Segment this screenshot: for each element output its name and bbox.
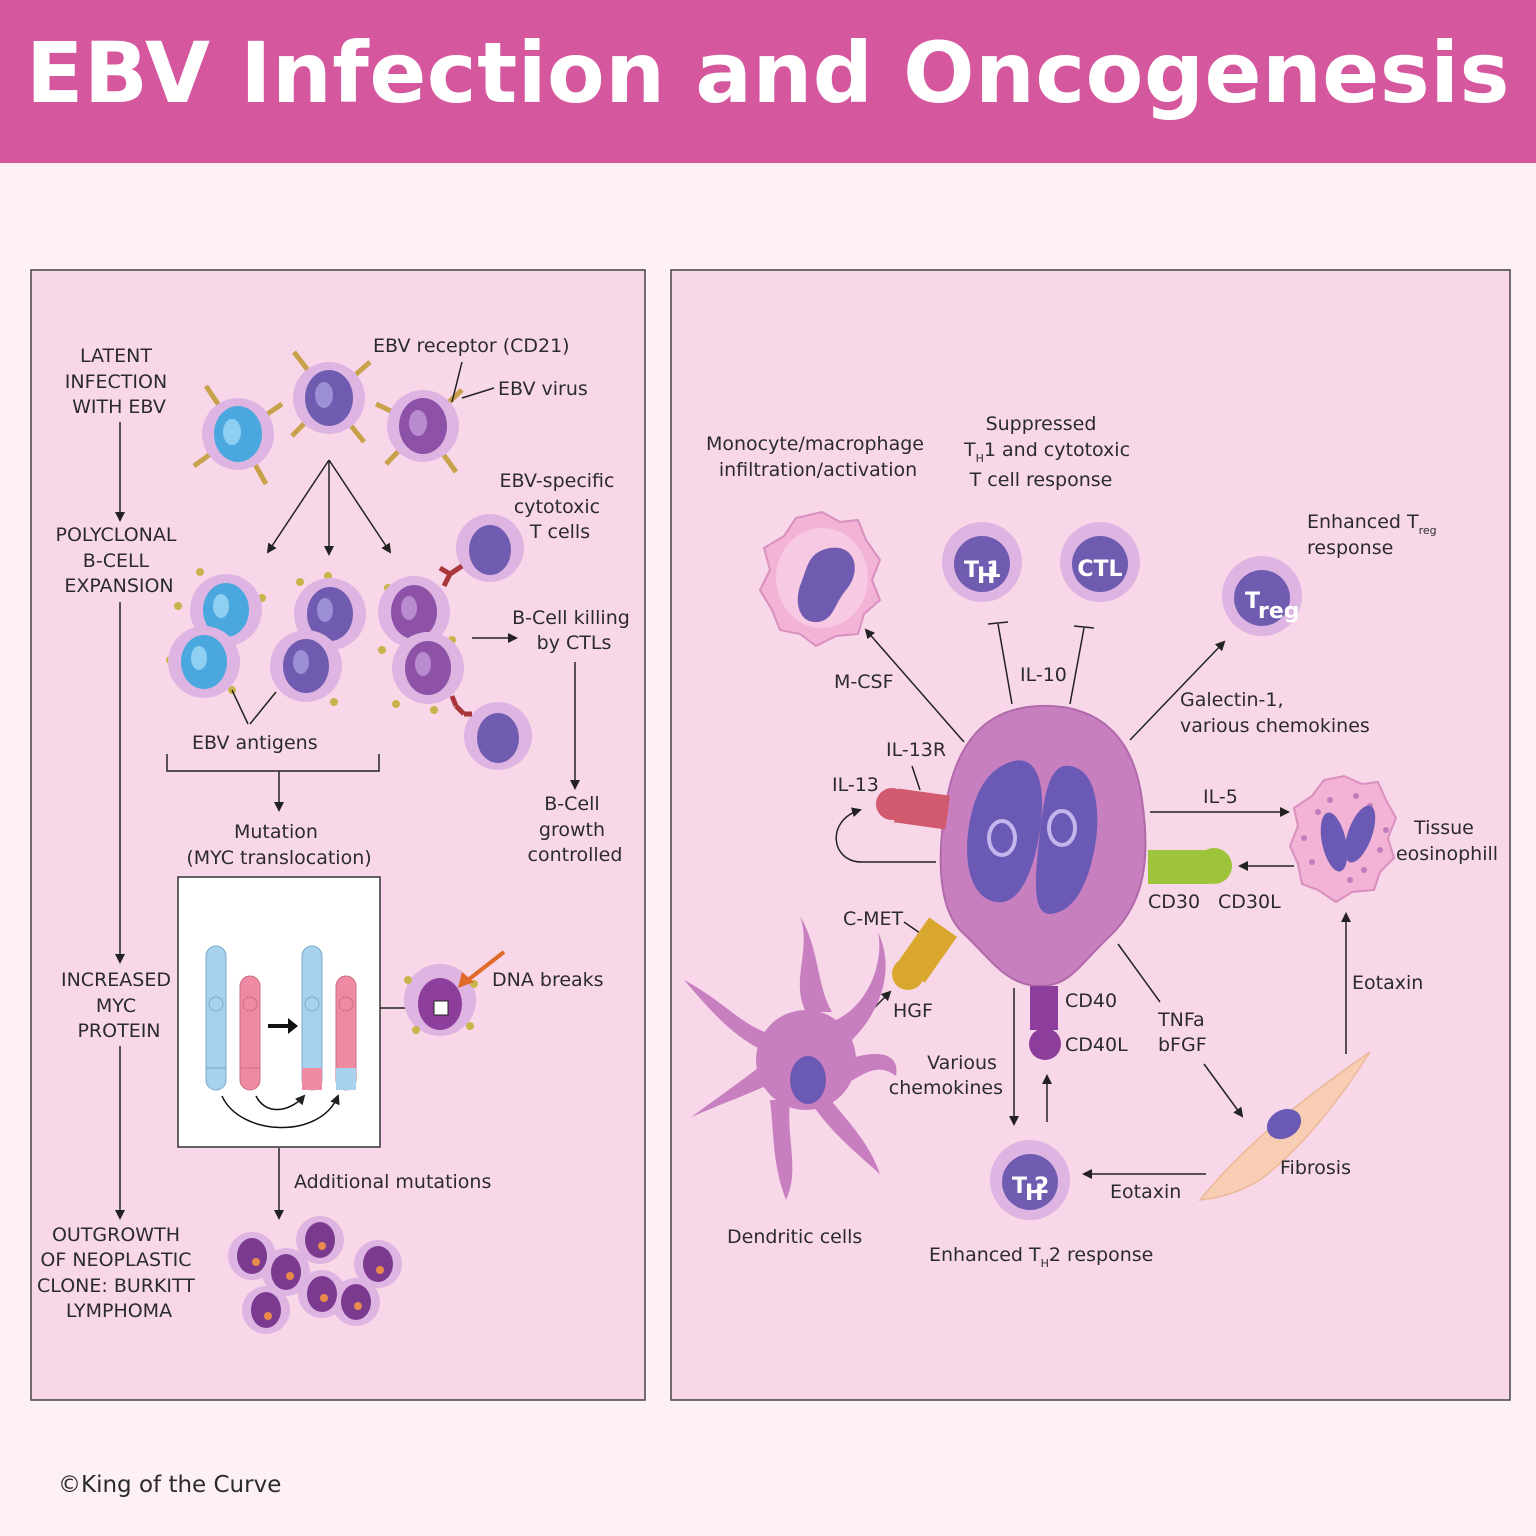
suppressed-response-label: Suppressed (986, 413, 1097, 435)
tissue-eosinophil-cell (1288, 774, 1398, 904)
galectin-label: Galectin-1, various chemokines (1180, 689, 1370, 737)
treg-cell: T reg (1222, 556, 1302, 636)
macrophage-cell (758, 510, 882, 648)
il13r-label: IL-13R (886, 739, 946, 761)
svg-text:H: H (1025, 1181, 1043, 1206)
stage-outgrowth-burkitt: OUTGROWTH OF NEOPLASTIC CLONE: BURKITT L… (37, 1224, 201, 1322)
title-banner (0, 0, 1536, 163)
svg-text:T: T (1245, 589, 1260, 614)
monocyte-label: Monocyte/macrophage infiltration/activat… (706, 433, 930, 481)
svg-text:1: 1 (986, 558, 1001, 583)
receptors (876, 788, 1232, 1060)
reed-sternberg-cell (939, 704, 1147, 988)
suppressed-th1-label: TH1 and cytotoxic (963, 439, 1130, 465)
fibrosis-label: Fibrosis (1280, 1157, 1351, 1179)
ctl-cell: CTL (1060, 522, 1140, 602)
copyright-footer: ©King of the Curve (58, 1472, 282, 1498)
enhanced-th2-label: Enhanced TH2 response (929, 1244, 1153, 1270)
mcsf-label: M-CSF (834, 671, 894, 693)
svg-text:reg: reg (1258, 599, 1300, 624)
receptor-pointer (451, 361, 463, 403)
dna-breaks-label: DNA breaks (492, 969, 604, 991)
additional-mutations-label: Additional mutations (294, 1171, 491, 1193)
bcell-killing-label: B-Cell killing by CTLs (512, 607, 636, 654)
enhanced-treg-label: Enhanced Treg (1307, 511, 1437, 537)
antigens-pointer (166, 689, 380, 812)
svg-text:T: T (1012, 1174, 1027, 1199)
expanded-bcells (166, 568, 464, 714)
virus-pointer (461, 387, 495, 399)
dendritic-cells-label: Dendritic cells (727, 1226, 862, 1248)
stage-latent-infection: LATENT INFECTION WITH EBV (65, 345, 173, 418)
il5-label: IL-5 (1203, 786, 1238, 808)
fibroblast-cell (1198, 1051, 1371, 1201)
bfgf-label: bFGF (1158, 1034, 1207, 1056)
svg-text:CTL: CTL (1077, 557, 1122, 582)
ebv-infected-cells (192, 350, 464, 486)
il13-label: IL-13 (832, 774, 879, 796)
svg-text:T: T (964, 558, 979, 583)
eotaxin-up-label: Eotaxin (1352, 972, 1423, 994)
page-title: EBV Infection and Oncogenesis (25, 24, 1511, 122)
dna-breaks-cell (380, 950, 506, 1036)
svg-text:H: H (977, 564, 995, 589)
ebv-specific-ctl-label: EBV-specific cytotoxic T cells (499, 470, 620, 543)
branch-arrows (266, 459, 392, 556)
th1-cell: T H 1 (942, 522, 1022, 602)
stage-increased-myc: INCREASED MYC PROTEIN (61, 969, 177, 1042)
myc-translocation-box (177, 876, 381, 1148)
cd30-label: CD30 (1148, 891, 1200, 913)
svg-text:2: 2 (1034, 1174, 1049, 1199)
cd30l-label: CD30L (1218, 891, 1281, 913)
cmet-label: C-MET (843, 908, 904, 930)
eotaxin-left-label: Eotaxin (1110, 1181, 1181, 1203)
cd40-label: CD40 (1065, 990, 1117, 1012)
hgf-label: HGF (893, 1000, 933, 1022)
cd40l-label: CD40L (1065, 1034, 1128, 1056)
ebv-receptor-label: EBV receptor (CD21) (373, 335, 570, 357)
il10-label: IL-10 (1020, 664, 1067, 686)
cytotoxic-t-cells (438, 514, 532, 770)
ebv-virus-label: EBV virus (498, 378, 588, 400)
left-panel (30, 269, 646, 1401)
suppressed-tcell-label: T cell response (969, 469, 1113, 491)
stage-polyclonal-expansion: POLYCLONAL B-CELL EXPANSION (55, 524, 182, 597)
bcell-growth-controlled-label: B-Cell growth controlled (528, 793, 623, 866)
neoplastic-clone-cells (228, 1216, 402, 1334)
ebv-antigens-label: EBV antigens (192, 732, 318, 754)
th2-cell: T H 2 (990, 1140, 1070, 1220)
various-chemokines-label: Various chemokines (889, 1052, 1003, 1099)
tissue-eosinophil-label: Tissue eosinophill (1396, 817, 1498, 865)
tnfa-label: TNFa (1157, 1009, 1205, 1031)
dendritic-cell (684, 916, 897, 1200)
mutation-label: Mutation (MYC translocation) (186, 821, 371, 869)
enhanced-treg-response-label: response (1307, 537, 1393, 559)
